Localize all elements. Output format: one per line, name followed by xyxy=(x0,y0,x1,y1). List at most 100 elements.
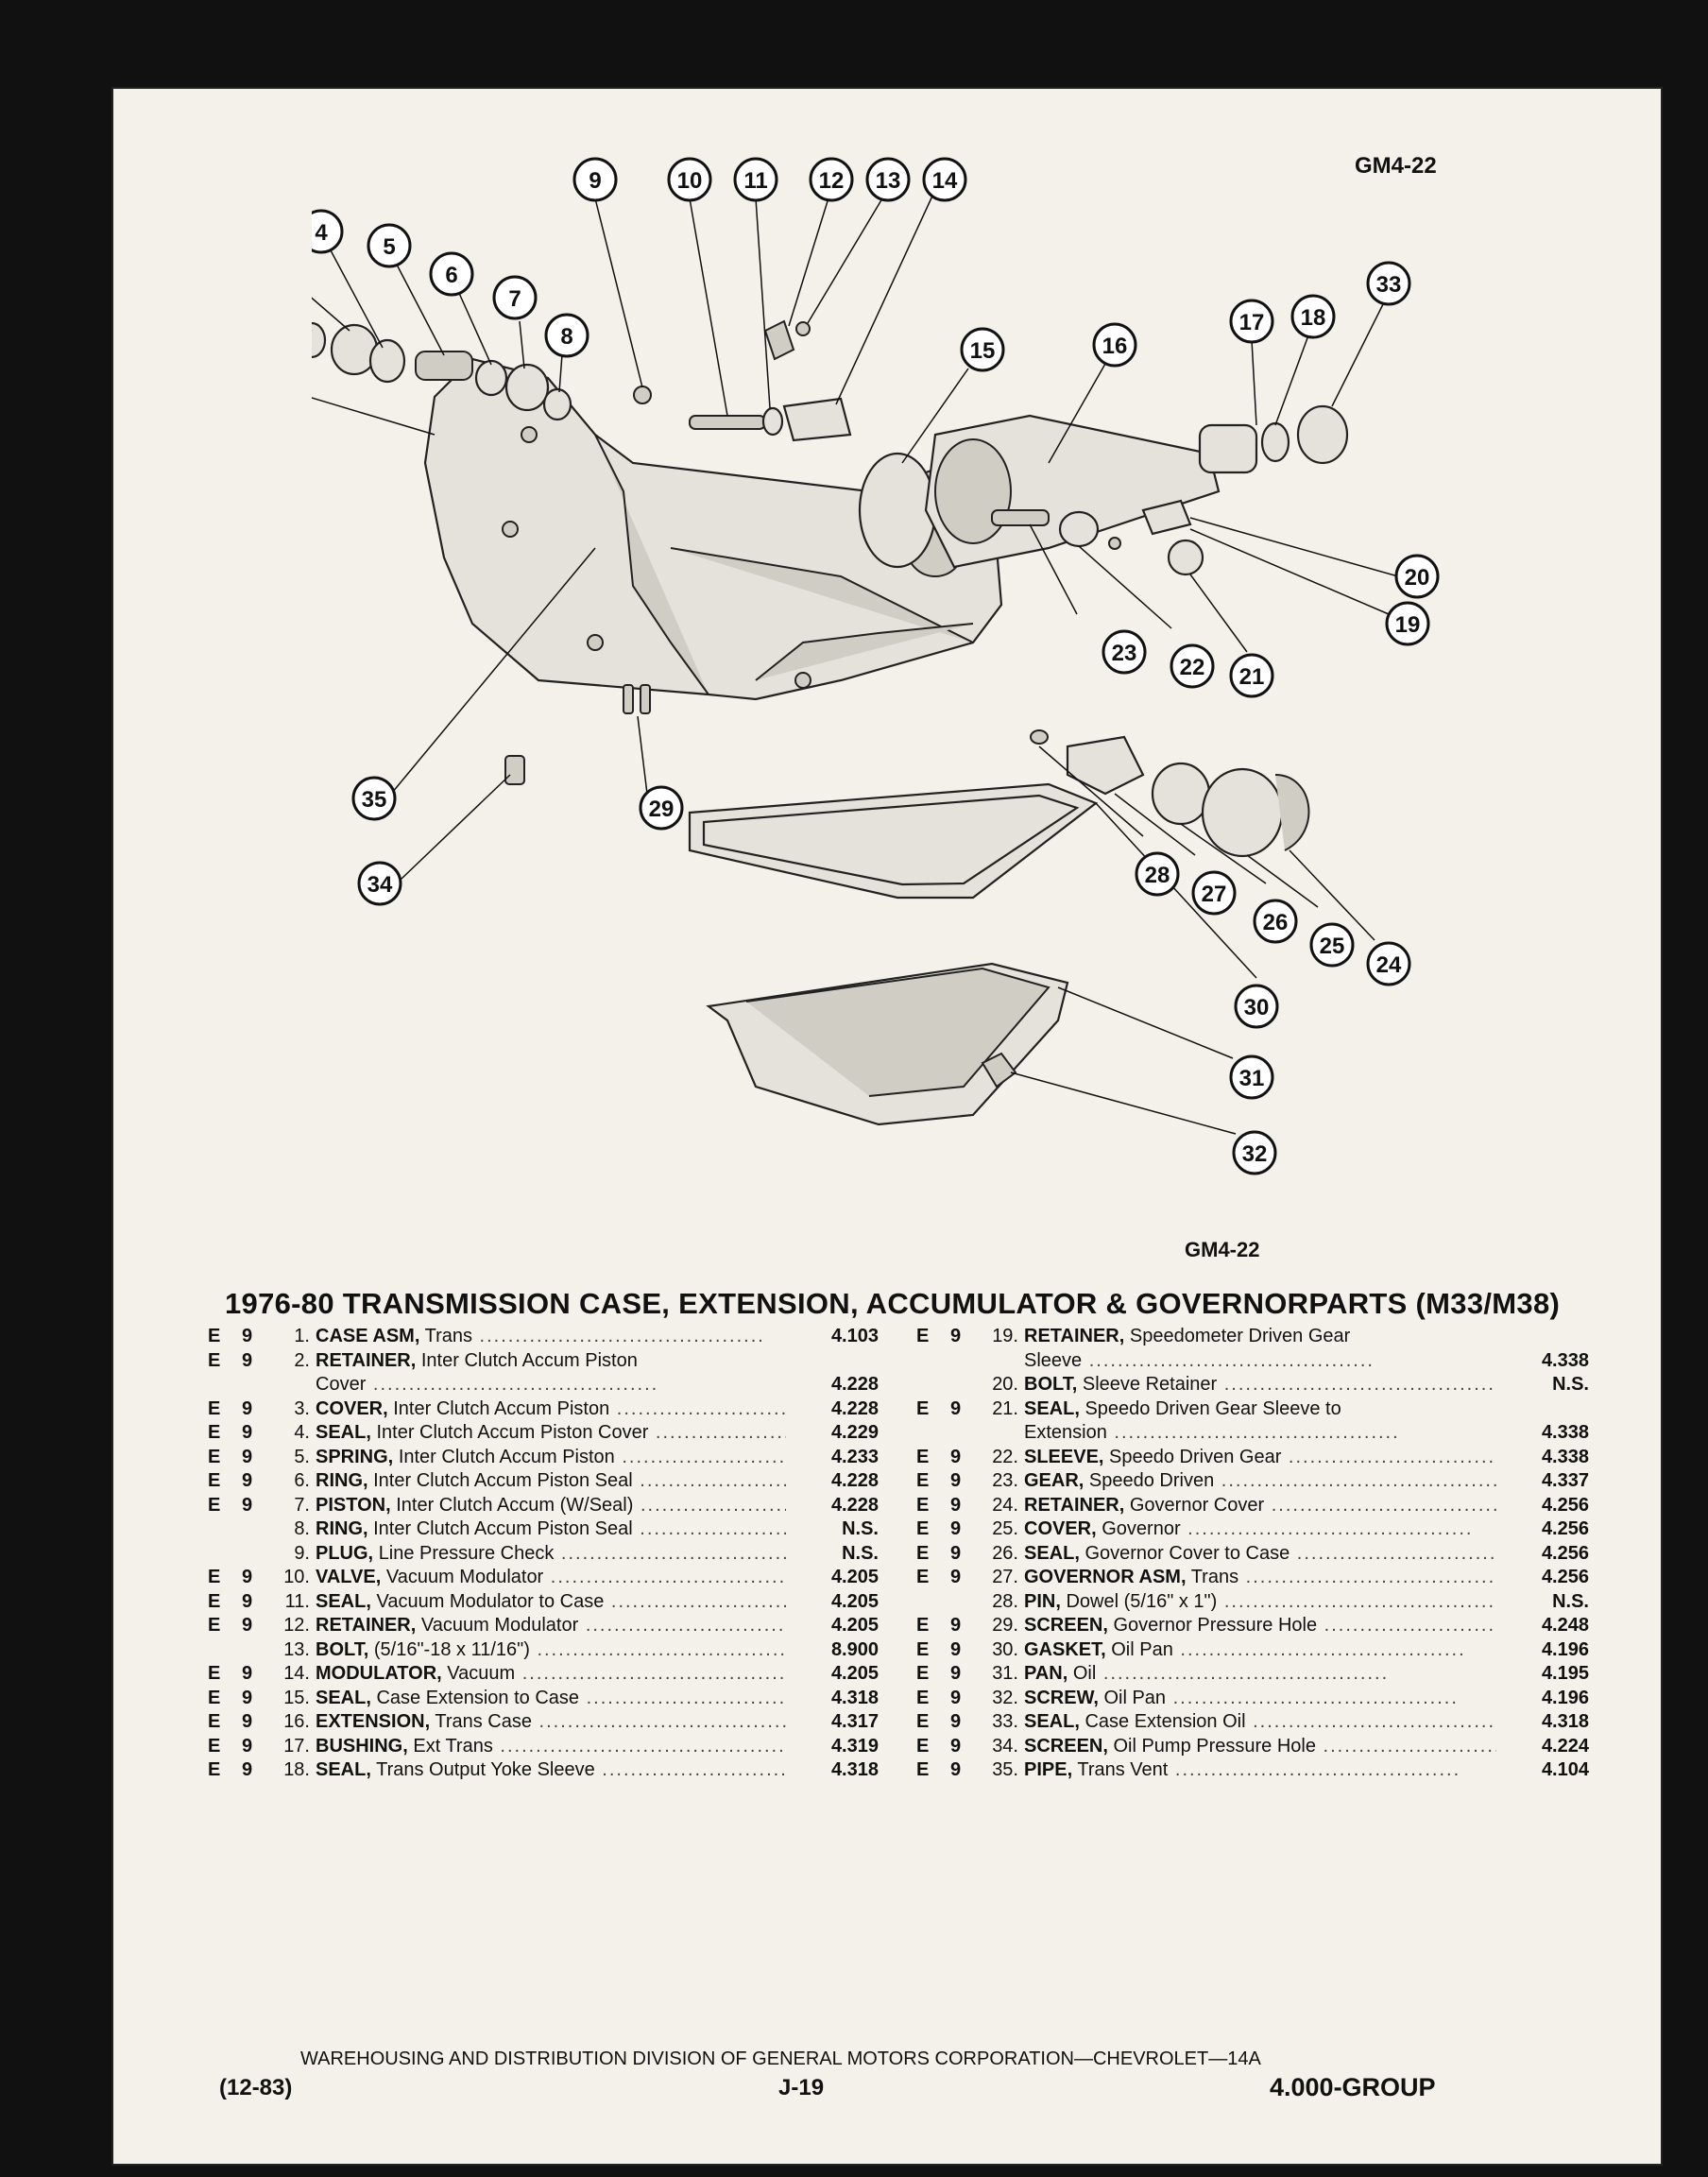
part-group-number: 4.338 xyxy=(1541,1446,1589,1467)
footer-division: WAREHOUSING AND DISTRIBUTION DIVISION OF… xyxy=(300,2048,1261,2069)
part-number: 18. xyxy=(283,1759,310,1780)
svg-text:7: 7 xyxy=(508,286,521,312)
part-source-code: E xyxy=(916,1470,930,1491)
leader-dots: ........................................ xyxy=(602,1759,786,1780)
part-year-code: 9 xyxy=(950,1663,962,1684)
callout-25: 25 xyxy=(1309,922,1355,968)
part-group-number: 4.104 xyxy=(1541,1759,1589,1780)
part-row: 13.BOLT, (5/16"-18 x 11/16") ...........… xyxy=(208,1638,879,1663)
part-number: 23. xyxy=(992,1470,1018,1491)
callout-5: 5 xyxy=(367,223,412,268)
part-group-number: 8.900 xyxy=(830,1638,879,1660)
part-name: SEAL, xyxy=(1024,1711,1080,1732)
part-row-continuation: Extension ..............................… xyxy=(916,1421,1589,1446)
part-detail: Oil xyxy=(1072,1663,1097,1684)
part-description: COVER, Governor ........................… xyxy=(1024,1517,1496,1542)
svg-text:13: 13 xyxy=(876,168,901,194)
part-number: 1. xyxy=(294,1326,310,1346)
part-number: 33. xyxy=(992,1711,1018,1732)
part-source-code: E xyxy=(208,1711,221,1732)
callout-15: 15 xyxy=(960,327,1005,372)
part-group-number: N.S. xyxy=(1552,1590,1589,1612)
part-name: GOVERNOR ASM, xyxy=(1024,1567,1187,1587)
part-year-code: 9 xyxy=(950,1518,962,1539)
part-detail: Inter Clutch Accum Piston xyxy=(393,1397,610,1419)
callout-23: 23 xyxy=(1102,629,1147,675)
modulator-parts xyxy=(633,319,852,442)
callout-24: 24 xyxy=(1366,941,1411,986)
part-name: RETAINER, xyxy=(1024,1494,1125,1516)
part-name: BUSHING, xyxy=(316,1735,408,1757)
part-number: 30. xyxy=(992,1638,1018,1660)
part-detail: Trans Vent xyxy=(1077,1759,1169,1780)
leader-dots: ........................................ xyxy=(1172,1638,1466,1660)
part-detail: Trans Case xyxy=(435,1711,532,1732)
svg-text:9: 9 xyxy=(589,168,601,194)
part-detail: Vacuum Modulator xyxy=(420,1615,579,1636)
part-number: 13. xyxy=(283,1638,310,1660)
part-group-number: 4.205 xyxy=(830,1590,879,1612)
part-description: GASKET, Oil Pan ........................… xyxy=(1024,1638,1496,1663)
part-detail-continued: Cover ..................................… xyxy=(316,1373,786,1397)
leader-dots: ........................................ xyxy=(537,1638,786,1660)
part-number: 12. xyxy=(283,1615,310,1636)
catalog-title: 1976-80 TRANSMISSION CASE, EXTENSION, AC… xyxy=(225,1287,1561,1320)
part-name: PIPE, xyxy=(1024,1759,1073,1780)
callout-4: 4 xyxy=(312,209,344,254)
svg-text:24: 24 xyxy=(1376,952,1402,978)
leader-dots: ........................................ xyxy=(1217,1590,1496,1612)
oil-pan-group xyxy=(504,684,1099,1126)
part-number: 29. xyxy=(992,1615,1018,1636)
part-name: SEAL, xyxy=(316,1687,371,1708)
part-year-code: 9 xyxy=(950,1470,962,1491)
leader-dots: ........................................ xyxy=(471,1326,765,1346)
part-year-code: 9 xyxy=(242,1422,253,1443)
leader-dots: ........................................ xyxy=(1166,1687,1459,1708)
part-description: RETAINER, Vacuum Modulator .............… xyxy=(316,1614,786,1638)
part-number: 3. xyxy=(294,1397,310,1419)
part-description: MODULATOR, Vacuum ......................… xyxy=(316,1662,786,1687)
part-group-number: N.S. xyxy=(842,1542,879,1564)
leader-dots: ........................................ xyxy=(1271,1494,1496,1516)
part-number: 31. xyxy=(992,1663,1018,1684)
part-detail-continued: Sleeve .................................… xyxy=(1024,1349,1496,1374)
part-description: SEAL, Speedo Driven Gear Sleeve to xyxy=(1024,1397,1496,1422)
svg-text:32: 32 xyxy=(1242,1141,1268,1167)
part-source-code: E xyxy=(916,1615,930,1636)
part-year-code: 9 xyxy=(242,1494,253,1516)
part-description: SEAL, Case Extension Oil ...............… xyxy=(1024,1710,1496,1735)
part-group-number: N.S. xyxy=(842,1518,879,1539)
part-description: EXTENSION, Trans Case ..................… xyxy=(316,1710,786,1735)
leader-dots: ........................................ xyxy=(538,1711,786,1732)
part-source-code: E xyxy=(916,1397,930,1419)
part-detail: Governor Cover to Case xyxy=(1085,1542,1290,1564)
part-source-code: E xyxy=(208,1759,221,1780)
svg-text:33: 33 xyxy=(1376,272,1402,298)
part-name: PISTON, xyxy=(316,1494,391,1516)
callout-10: 10 xyxy=(667,157,712,202)
callout-31: 31 xyxy=(1229,1054,1274,1100)
part-source-code: E xyxy=(208,1687,221,1708)
part-name: PAN, xyxy=(1024,1663,1068,1684)
part-name: COVER, xyxy=(316,1397,388,1419)
svg-text:34: 34 xyxy=(367,872,393,898)
svg-text:21: 21 xyxy=(1239,664,1265,690)
part-group-number: 4.196 xyxy=(1541,1638,1589,1660)
leader-dots: ........................................ xyxy=(640,1494,786,1516)
svg-text:8: 8 xyxy=(560,324,572,350)
part-source-code: E xyxy=(208,1326,221,1346)
part-group-number: 4.318 xyxy=(1541,1711,1589,1732)
part-detail: Oil Pan xyxy=(1111,1638,1173,1660)
part-group-number: N.S. xyxy=(1552,1374,1589,1395)
part-name: RETAINER, xyxy=(316,1349,417,1371)
svg-text:17: 17 xyxy=(1239,310,1265,335)
part-source-code: E xyxy=(916,1759,930,1780)
part-detail: Speedo Driven Gear xyxy=(1109,1446,1282,1467)
part-description: RING, Inter Clutch Accum Piston Seal ...… xyxy=(316,1517,786,1542)
part-name: RING, xyxy=(316,1470,368,1491)
part-number: 22. xyxy=(992,1446,1018,1467)
